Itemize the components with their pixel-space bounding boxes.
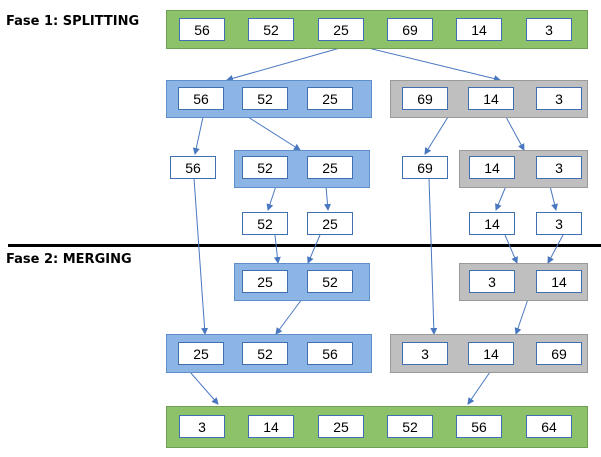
row3-left-cell: 52 bbox=[242, 156, 288, 179]
arrow bbox=[424, 116, 449, 155]
row7-cell: 25 bbox=[318, 415, 364, 438]
arrow bbox=[428, 177, 438, 335]
row2-left-cell: 25 bbox=[307, 87, 353, 110]
row6-left-cell: 56 bbox=[307, 342, 353, 365]
row3-single-left: 56 bbox=[170, 156, 216, 179]
row1-bar bbox=[166, 10, 588, 49]
phase-divider bbox=[8, 244, 601, 247]
row1-cell: 3 bbox=[526, 18, 572, 41]
row1-cell: 14 bbox=[456, 18, 502, 41]
row3-left-cell: 25 bbox=[307, 156, 353, 179]
row1-cell: 69 bbox=[387, 18, 433, 41]
row2-left-cell: 52 bbox=[242, 87, 288, 110]
arrow bbox=[226, 47, 341, 82]
row6-left-cell: 52 bbox=[242, 342, 288, 365]
arrow bbox=[504, 234, 518, 264]
row1-cell: 25 bbox=[318, 18, 364, 41]
row7-cell: 14 bbox=[248, 415, 294, 438]
arrow bbox=[273, 234, 281, 264]
row7-cell: 64 bbox=[526, 415, 572, 438]
row3-single-right: 69 bbox=[402, 156, 448, 179]
arrow bbox=[514, 298, 529, 335]
row2-right-cell: 14 bbox=[468, 87, 514, 110]
row4-right-cell: 3 bbox=[536, 212, 582, 235]
row5-right-cell: 3 bbox=[469, 270, 515, 293]
arrow bbox=[367, 47, 501, 82]
row6-right-cell: 69 bbox=[536, 342, 582, 365]
row3-right-cell: 14 bbox=[469, 156, 515, 179]
row7-bar bbox=[166, 406, 588, 448]
row1-cell: 56 bbox=[179, 18, 225, 41]
row4-left-cell: 52 bbox=[242, 212, 288, 235]
arrow bbox=[266, 185, 277, 211]
row4-right-cell: 14 bbox=[469, 212, 515, 235]
row3-right-cell: 3 bbox=[536, 156, 582, 179]
row1-cell: 52 bbox=[248, 18, 294, 41]
row5-right-cell: 14 bbox=[536, 270, 582, 293]
arrow bbox=[467, 371, 491, 405]
row6-right-cell: 3 bbox=[402, 342, 448, 365]
arrow bbox=[192, 116, 204, 155]
arrow bbox=[324, 185, 331, 211]
row2-right-cell: 3 bbox=[536, 87, 582, 110]
row7-cell: 56 bbox=[456, 415, 502, 438]
row4-left-cell: 25 bbox=[307, 212, 353, 235]
arrow bbox=[189, 371, 219, 405]
arrow bbox=[193, 177, 209, 335]
arrow bbox=[547, 234, 564, 264]
row7-cell: 3 bbox=[179, 415, 225, 438]
arrow bbox=[275, 298, 303, 335]
row6-right-cell: 14 bbox=[468, 342, 514, 365]
arrow bbox=[505, 116, 525, 151]
row2-right-cell: 69 bbox=[402, 87, 448, 110]
row7-cell: 52 bbox=[387, 415, 433, 438]
arrow bbox=[495, 185, 507, 211]
arrow bbox=[307, 234, 321, 264]
phase-1-label: Fase 1: SPLITTING bbox=[6, 14, 140, 29]
row2-left-cell: 56 bbox=[178, 87, 224, 110]
row5-left-cell: 52 bbox=[307, 270, 353, 293]
arrow bbox=[247, 116, 301, 151]
arrow bbox=[549, 185, 558, 211]
phase-2-label: Fase 2: MERGING bbox=[6, 252, 132, 267]
row5-left-cell: 25 bbox=[242, 270, 288, 293]
row6-left-cell: 25 bbox=[178, 342, 224, 365]
